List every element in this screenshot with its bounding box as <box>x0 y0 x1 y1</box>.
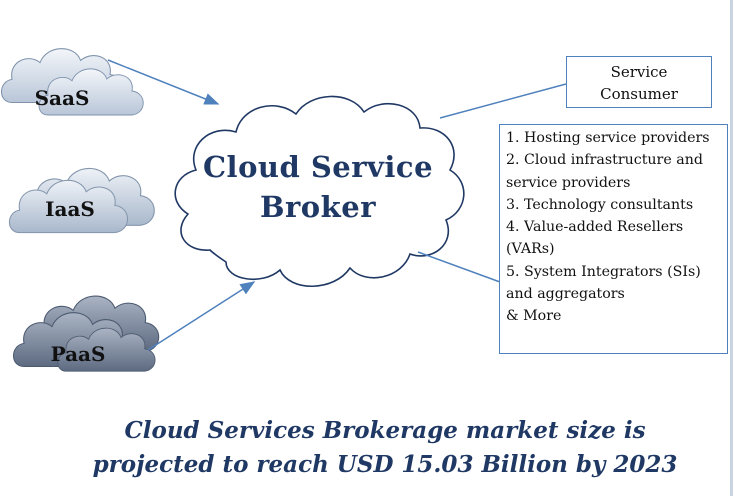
list-line: service providers <box>506 174 631 191</box>
list-connector <box>417 251 501 283</box>
saas-label: SaaS <box>34 86 90 110</box>
saas-cloud <box>0 48 144 116</box>
list-line: 2. Cloud infrastructure and <box>506 152 703 169</box>
consumer-connector <box>439 83 567 119</box>
list-line: (VARs) <box>506 241 555 258</box>
footer-line2: projected to reach USD 15.03 Billion by … <box>92 451 678 478</box>
list-line: and aggregators <box>506 286 625 303</box>
list-line: & More <box>506 308 562 325</box>
paas-label: PaaS <box>50 342 106 366</box>
iaas-label: IaaS <box>45 197 95 221</box>
consumer-line2: Consumer <box>600 85 678 103</box>
list-line: 1. Hosting service providers <box>506 130 710 146</box>
service-consumer-box: Service Consumer <box>566 56 712 108</box>
list-line: 3. Technology consultants <box>506 196 694 213</box>
saas-arrow <box>107 59 220 105</box>
paas-cloud <box>12 295 160 372</box>
broker-types-box: 1. Hosting service providers 2. Cloud in… <box>499 124 728 354</box>
consumer-line1: Service <box>610 63 668 81</box>
broker-title-line1: Cloud Service <box>202 150 434 184</box>
list-line: 5. System Integrators (SIs) <box>506 263 701 280</box>
footer-line1: Cloud Services Brokerage market size is <box>124 417 646 444</box>
broker-title-line2: Broker <box>260 190 376 224</box>
broker-cloud <box>174 95 465 288</box>
edge-divider <box>730 0 733 496</box>
paas-arrow <box>147 281 256 351</box>
list-line: 4. Value-added Resellers <box>506 219 684 236</box>
iaas-cloud <box>8 167 155 234</box>
